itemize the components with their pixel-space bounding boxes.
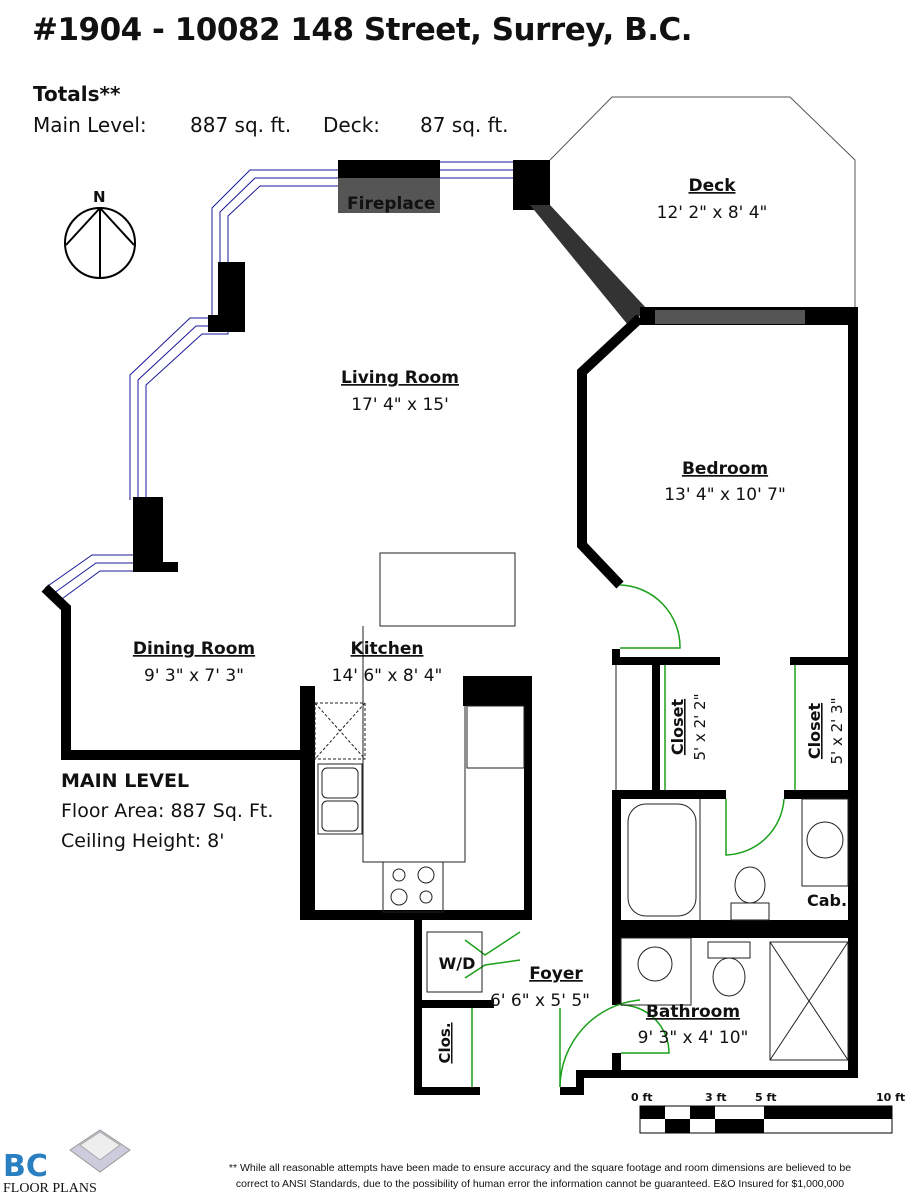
page-title: #1904 - 10082 148 Street, Surrey, B.C. (32, 12, 693, 48)
bathtub-icon (627, 803, 697, 917)
level-heading: MAIN LEVEL (61, 770, 190, 792)
totals-heading: Totals** (33, 82, 121, 106)
scale-label-5: 5 ft (755, 1091, 777, 1104)
disclaimer-line-1: ** While all reasonable attempts have be… (228, 1162, 852, 1174)
walls (41, 160, 858, 1095)
washer-dryer-label: W/D (439, 954, 476, 973)
foyer-name: Foyer (529, 964, 583, 984)
logo-mark: BC (3, 1149, 48, 1184)
kitchen-sink-icon (317, 763, 363, 835)
stove-icon (382, 861, 444, 913)
compass-north-label: N (93, 188, 106, 206)
cabinet-label: Cab. (807, 891, 847, 910)
bathroom-sink-icon-2 (637, 946, 673, 982)
totals-main-label: Main Level: (33, 113, 147, 137)
deck-name: Deck (688, 176, 736, 196)
bathroom-dims: 9' 3" x 4' 10" (638, 1028, 749, 1048)
bathroom-name: Bathroom (646, 1002, 740, 1022)
deck-dims: 12' 2" x 8' 4" (657, 203, 768, 223)
kitchen-dims: 14' 6" x 8' 4" (332, 666, 443, 686)
deck-outline (549, 96, 856, 310)
logo-text: FLOOR PLANS (3, 1181, 97, 1194)
bedroom-dims: 13' 4" x 10' 7" (664, 485, 786, 505)
floor-area: Floor Area: 887 Sq. Ft. (61, 800, 274, 822)
scale-label-3: 3 ft (705, 1091, 727, 1104)
closet2-name: Closet (805, 703, 824, 760)
scale-bar: 0 ft 3 ft 5 ft 10 ft (631, 1091, 905, 1134)
scale-label-10: 10 ft (876, 1091, 905, 1104)
washer-dryer-icon (426, 931, 483, 993)
toilet-icon (734, 866, 766, 904)
foyer-dims: 6' 6" x 5' 5" (490, 991, 590, 1011)
room-labels: Fireplace Deck 12' 2" x 8' 4" Living Roo… (133, 176, 847, 1064)
kitchen-name: Kitchen (351, 639, 424, 659)
closet1-name: Closet (668, 699, 687, 756)
scale-label-0: 0 ft (631, 1091, 653, 1104)
counter-peninsula (379, 552, 516, 627)
totals-main-value: 887 sq. ft. (190, 113, 292, 137)
toilet-icon-2 (712, 957, 746, 997)
fixtures (314, 552, 849, 1061)
shower-icon (769, 941, 849, 1061)
dining-room-dims: 9' 3" x 7' 3" (144, 666, 244, 686)
totals-deck-label: Deck: (323, 113, 381, 137)
compass-icon: N (64, 188, 136, 279)
living-room-name: Living Room (341, 368, 459, 388)
fridge-icon (466, 705, 525, 769)
living-room-dims: 17' 4" x 15' (351, 395, 449, 415)
dishwasher-icon (314, 702, 366, 760)
closet1-dims: 5' x 2' 2" (691, 694, 709, 761)
bathroom-sink-icon (806, 821, 844, 859)
bedroom-name: Bedroom (682, 459, 768, 479)
fireplace-label: Fireplace (347, 194, 435, 214)
closet2-dims: 5' x 2' 3" (828, 698, 846, 765)
small-closet-label: Clos. (436, 1022, 454, 1063)
bc-floor-plans-logo: BC FLOOR PLANS (3, 1129, 131, 1194)
disclaimer-line-2: correct to ANSI Standards, due to the po… (235, 1178, 845, 1190)
ceiling-height: Ceiling Height: 8' (61, 830, 225, 852)
dining-room-name: Dining Room (133, 639, 255, 659)
doors (464, 584, 796, 1088)
totals-deck-value: 87 sq. ft. (420, 113, 509, 137)
